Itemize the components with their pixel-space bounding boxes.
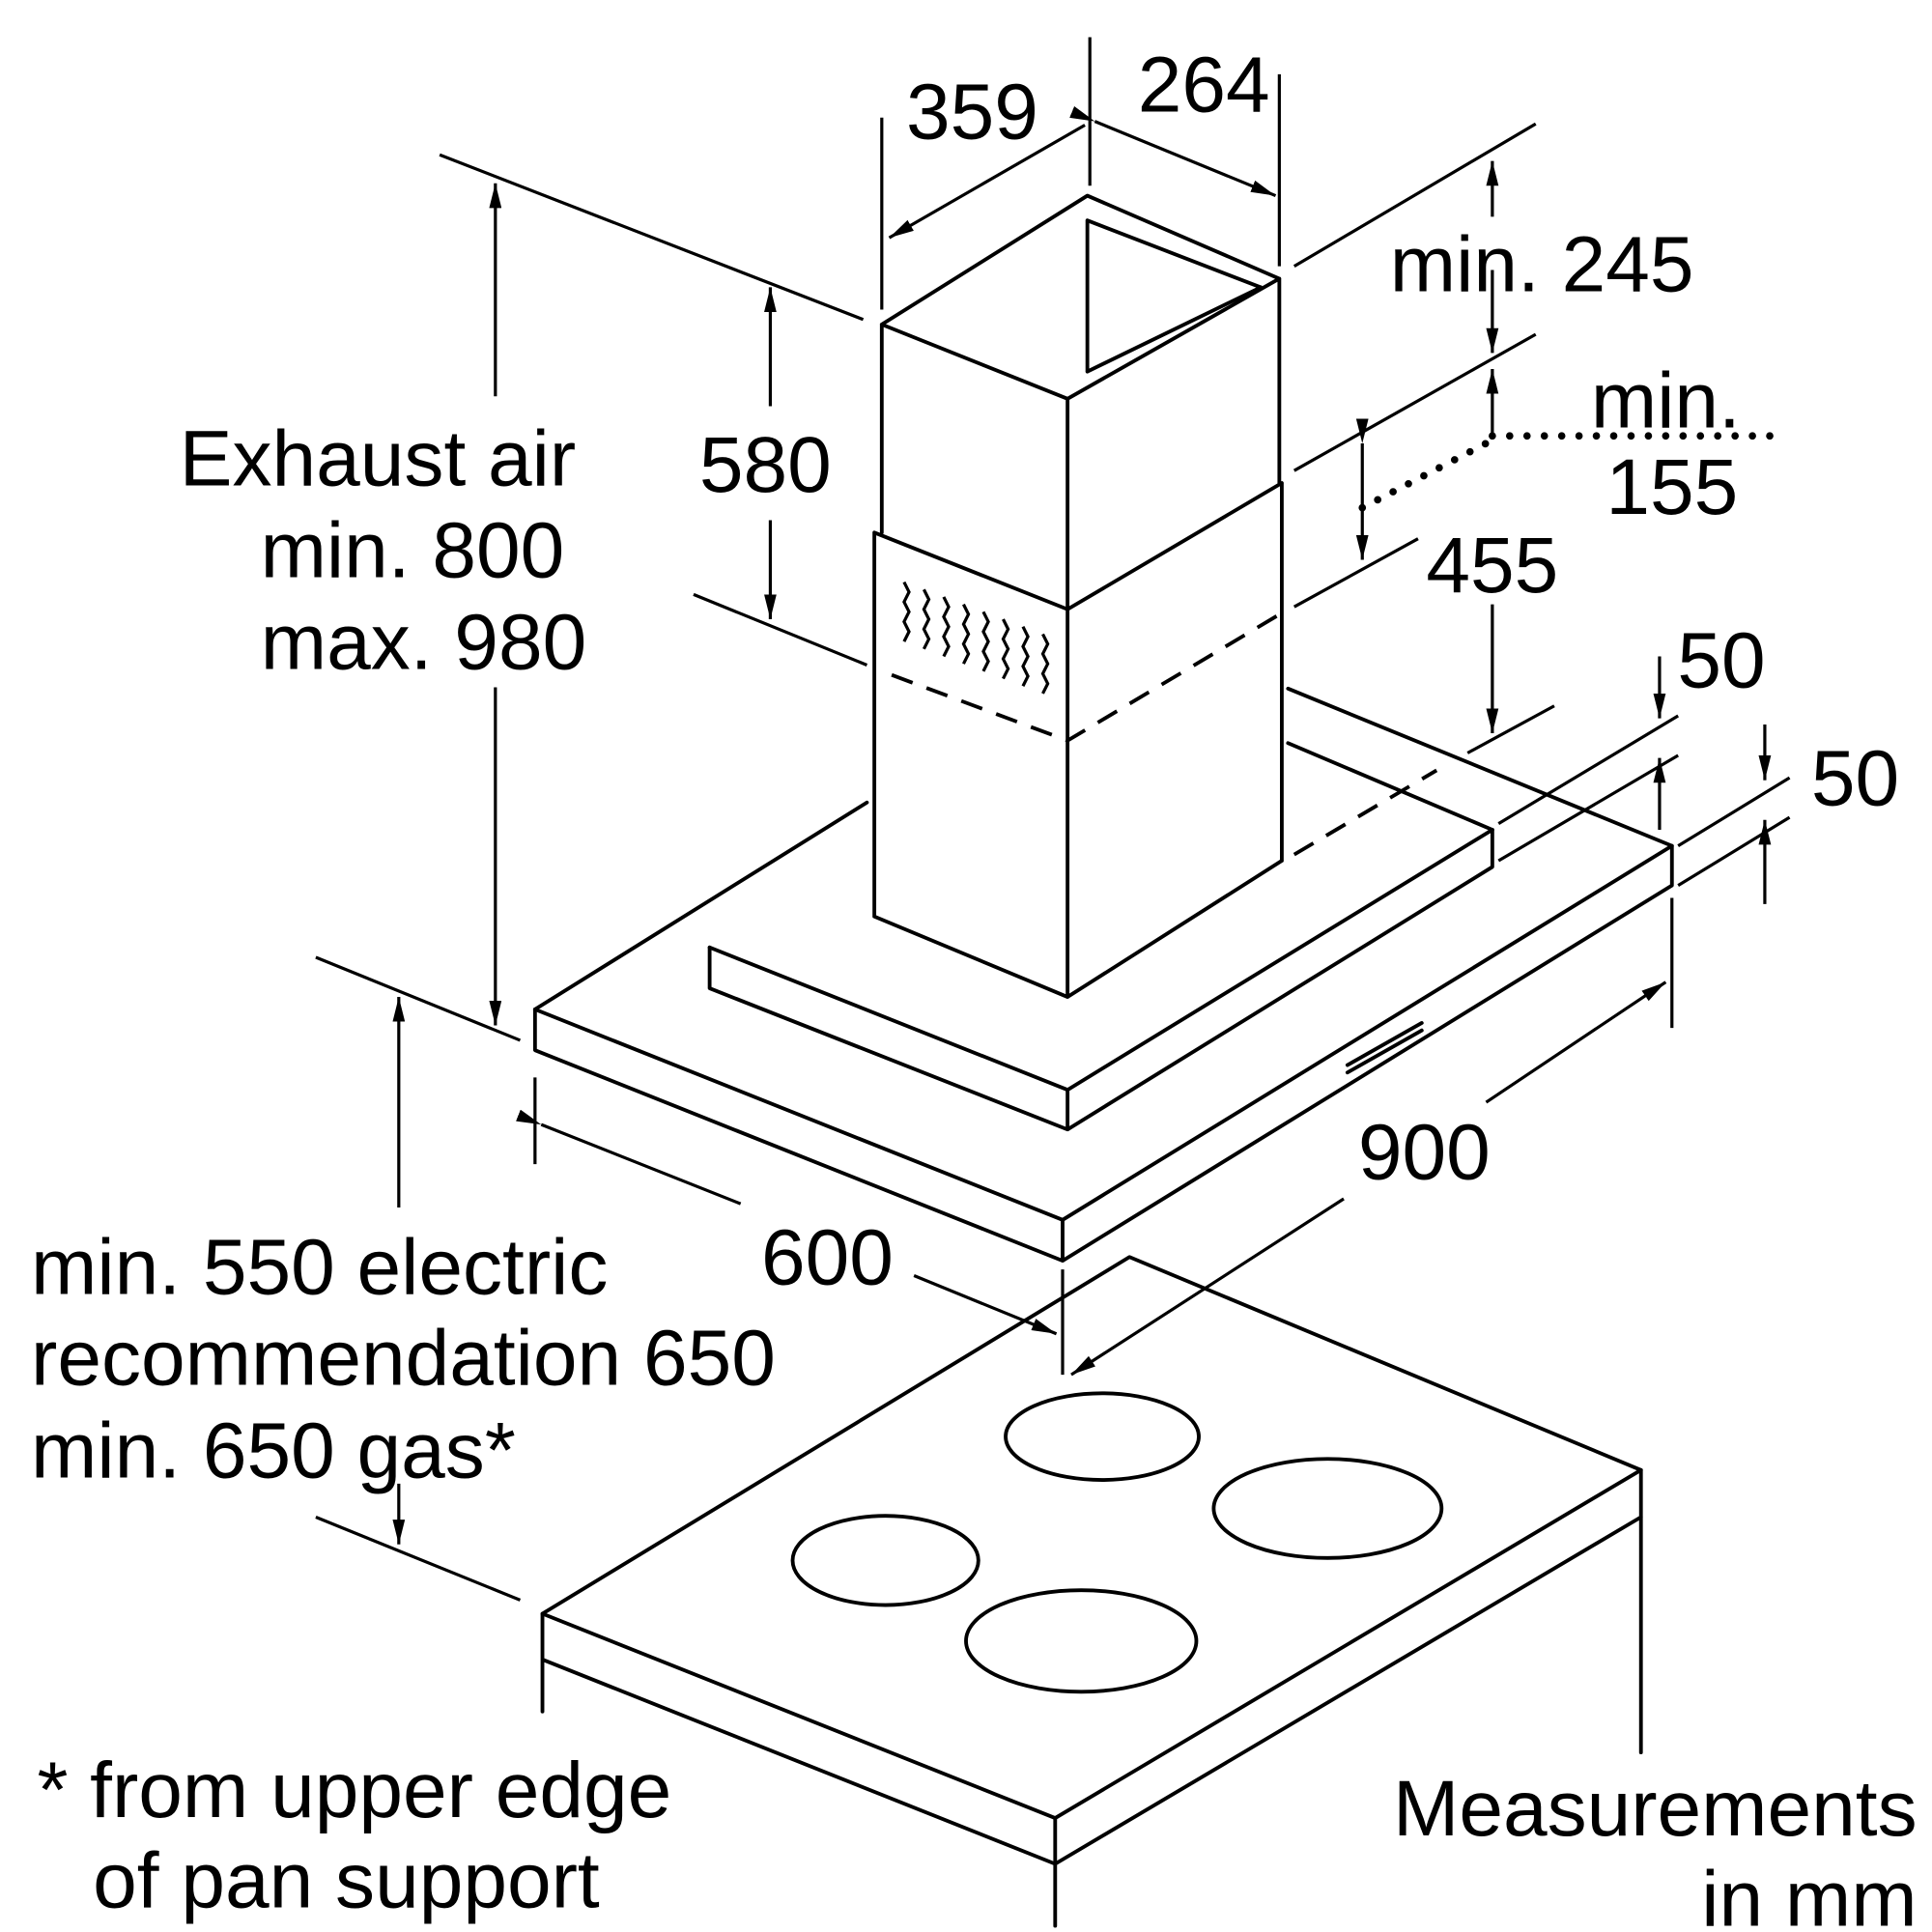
cooktop <box>540 1255 1643 1928</box>
height-455-label: 455 <box>1426 522 1558 610</box>
burner <box>1004 1391 1201 1482</box>
min-155-label: min. <box>1591 356 1741 444</box>
width-359-label: 359 <box>906 69 1038 156</box>
units-line-2: in mm <box>1701 1856 1917 1932</box>
vent-grille <box>902 581 1050 695</box>
thickness-50-label-2: 50 <box>1811 734 1899 822</box>
units-line-1: Measurements <box>1393 1765 1918 1853</box>
clearance-electric-label: min. 550 electric <box>31 1224 608 1312</box>
thickness-50-label: 50 <box>1677 617 1765 705</box>
burner <box>1211 1457 1444 1560</box>
depth-264-label: 264 <box>1138 41 1270 128</box>
min-245-label: min. 245 <box>1390 220 1694 308</box>
burner <box>964 1588 1199 1694</box>
min-155-value: 155 <box>1605 443 1738 531</box>
footnote-line-2: of pan support <box>93 1836 600 1924</box>
footnote-line-1: * from upper edge <box>37 1747 671 1834</box>
hood-canopy <box>532 686 1674 1264</box>
clearance-recommendation-label: recommendation 650 <box>31 1314 776 1402</box>
depth-600-label: 600 <box>761 1213 894 1301</box>
chimney <box>872 193 1290 999</box>
control-panel <box>1345 1021 1424 1075</box>
burner <box>790 1514 980 1607</box>
exhaust-air-label: Exhaust air <box>180 415 576 503</box>
exhaust-min-label: min. 800 <box>261 506 565 594</box>
exhaust-max-label: max. 980 <box>261 598 586 686</box>
clearance-gas-label: min. 650 gas* <box>31 1406 516 1494</box>
dimension-lines <box>315 37 1791 1602</box>
height-580-label: 580 <box>699 421 832 509</box>
width-900-label: 900 <box>1358 1109 1491 1197</box>
